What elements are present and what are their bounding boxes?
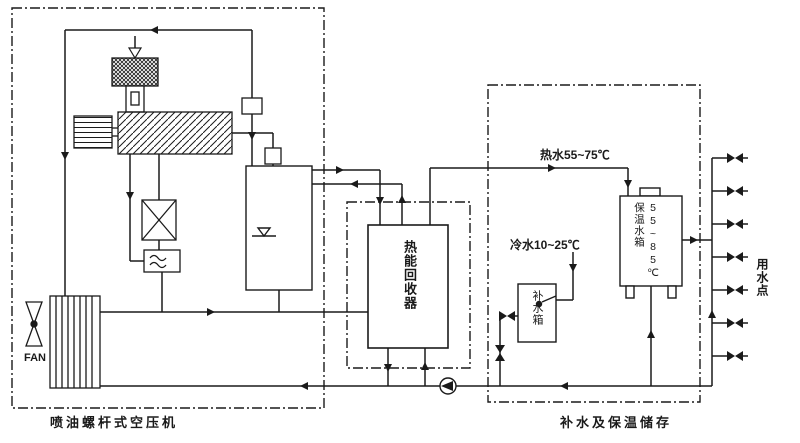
insulated-tank-label: 保温水箱 55~85℃: [632, 202, 659, 284]
makeup-tank-label: 补水箱: [531, 290, 543, 326]
thermostatic-valve: [143, 249, 181, 273]
water-points-label: 用水点: [755, 258, 769, 297]
radiator-cooler: [49, 295, 101, 389]
branch-valve-icons: [727, 153, 743, 361]
makeup-water-tank: [517, 283, 557, 343]
compressor-box-title: 喷油螺杆式空压机: [50, 415, 179, 430]
compressor-boundary-box: [11, 7, 325, 409]
intake-muffler: [111, 57, 159, 113]
insulated-storage-tank: [619, 187, 683, 299]
circulation-pump: [439, 377, 457, 395]
fan-icon: [25, 301, 43, 347]
oil-separator-tank: [245, 165, 313, 291]
flow-arrows: [61, 26, 716, 390]
insulated-tank-temp: 55~85℃: [647, 202, 659, 280]
storage-box-title: 补水及保温储存: [560, 415, 673, 430]
insulated-tank-name: 保温水箱: [633, 202, 645, 248]
water-distribution-branches: [712, 157, 748, 357]
storage-boundary-box: [487, 84, 701, 403]
heat-recovery-boundary-box: [346, 201, 471, 369]
screw-airend: [117, 111, 233, 155]
makeup-outlet-valve-icon: [495, 311, 515, 361]
oil-filter: [141, 199, 177, 241]
discharge-check-valve: [241, 97, 263, 115]
motor: [73, 115, 118, 149]
pipes: [64, 29, 713, 387]
fan-label: FAN: [24, 352, 46, 364]
heat-recovery-label: 热能回收器: [402, 240, 417, 310]
cold-water-label: 冷水10~25℃: [510, 238, 580, 252]
intake-arrow-icon: [127, 47, 143, 60]
heat-recovery-unit: [367, 224, 449, 349]
minimum-pressure-valve: [264, 147, 282, 165]
hot-water-label: 热水55~75℃: [540, 148, 610, 162]
